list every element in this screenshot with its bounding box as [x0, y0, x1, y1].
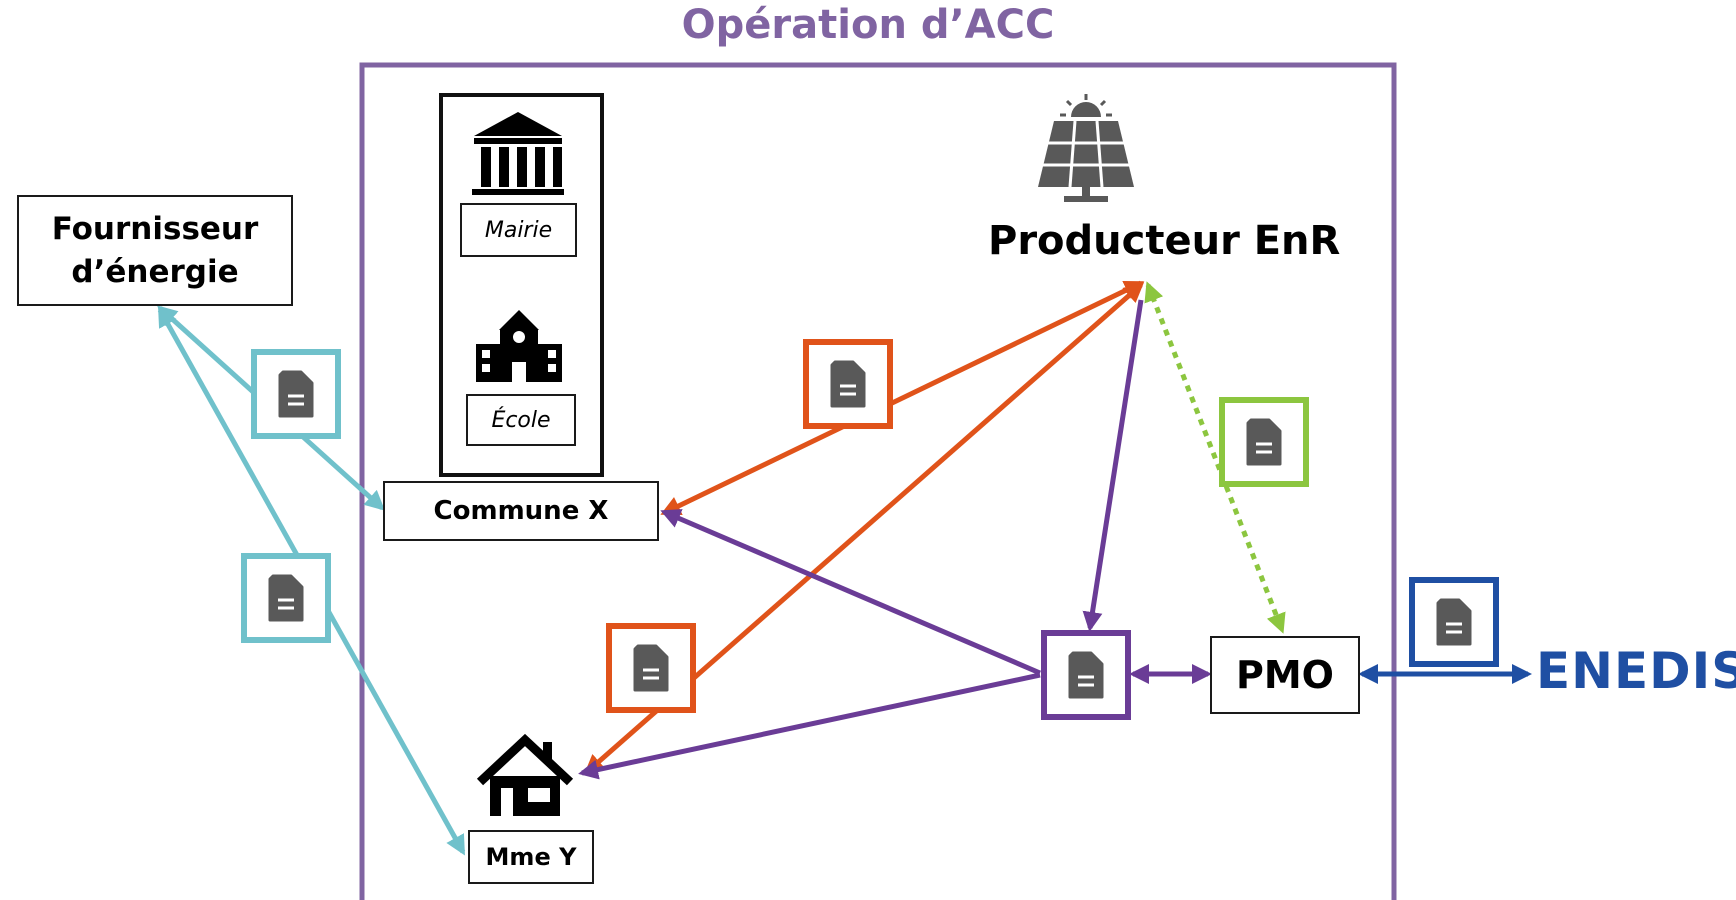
producer-pmo-link	[1144, 281, 1286, 634]
ecole-label: École	[466, 394, 576, 446]
document-icon	[830, 360, 866, 408]
producer-pmo-document	[1219, 397, 1309, 487]
document-icon	[268, 574, 304, 622]
document-icon	[1068, 651, 1104, 699]
supplier-label-line2: d’énergie	[71, 253, 239, 290]
diagram-title: Opération d’ACC	[681, 2, 1055, 48]
school-icon	[476, 310, 562, 382]
townhall-icon	[472, 112, 564, 195]
supplier-contract-document-2	[241, 553, 331, 643]
commune-agreement-link	[660, 509, 1041, 676]
document-icon	[1246, 418, 1282, 466]
pmo-box: PMO	[1210, 636, 1360, 714]
mairie-label: Mairie	[460, 203, 577, 257]
enedis-logo: ENEDIS	[1536, 642, 1736, 700]
document-icon	[278, 370, 314, 418]
supplier-contract-document-1	[251, 349, 341, 439]
solar-panel-icon	[1038, 94, 1134, 202]
producer-label: Producteur EnR	[988, 218, 1341, 264]
mme-agreement-link	[578, 672, 1041, 780]
commune-box: Commune X	[383, 481, 659, 541]
supplier-label-line1: Fournisseur	[51, 210, 259, 247]
producer-agreement-link	[1082, 299, 1144, 632]
sale-contract-document-2	[606, 623, 696, 713]
supplier-box: Fournisseur d’énergie	[17, 195, 293, 306]
producer-commune-link	[660, 280, 1145, 516]
enedis-agreement-document	[1409, 577, 1499, 667]
sale-contract-document-1	[803, 339, 893, 429]
house-icon	[476, 733, 574, 816]
enedis-text: ENEDIS	[1536, 642, 1736, 700]
document-icon	[633, 644, 669, 692]
document-icon	[1436, 598, 1472, 646]
pmo-agreement-document	[1041, 630, 1131, 720]
mme-box: Mme Y	[468, 830, 594, 884]
